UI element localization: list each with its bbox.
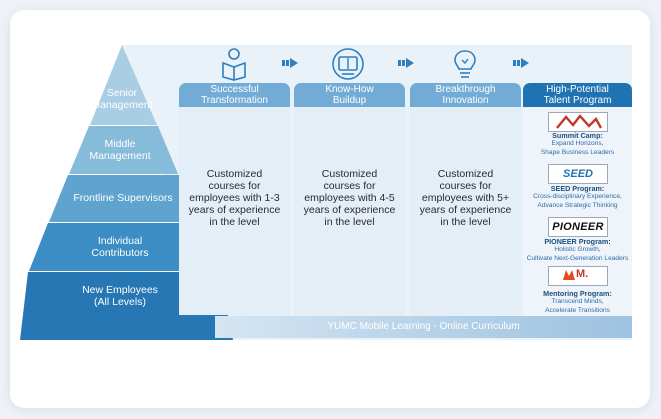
tier-label-frontline-supervisors: Frontline Supervisors xyxy=(73,192,173,204)
column-body-2 xyxy=(294,107,405,315)
program-description: Holistic Growth, Cultivate Next-Generati… xyxy=(526,246,629,262)
arrow-right-icon xyxy=(513,58,529,68)
pyramid-tier-4 xyxy=(29,223,218,271)
column-header-high-potential: High-Potential Talent Program xyxy=(523,83,632,107)
pioneer-logo: PIONEER xyxy=(548,217,608,237)
column-title: Breakthrough Innovation xyxy=(435,84,496,106)
pyramid-tier-2 xyxy=(69,126,178,174)
column-body-3 xyxy=(410,107,521,315)
column-header-transformation: Successful Transformation xyxy=(179,83,290,107)
mentoring-logo-text: M. xyxy=(576,268,589,280)
column-title: High-Potential Talent Program xyxy=(543,84,612,106)
tier-label-senior-management: Senior Management xyxy=(91,87,153,111)
pyramid-tier-1 xyxy=(90,45,157,125)
program-description: Transcend Minds, Accelerate Transitions xyxy=(545,298,610,314)
pyramid-tier-3 xyxy=(49,175,198,222)
mobile-learning-bar xyxy=(215,316,632,338)
tier-label-middle-management: Middle Management xyxy=(89,138,151,162)
program-description: Cross-disciplinary Experience, Advance S… xyxy=(533,193,622,209)
column-title: Successful Transformation xyxy=(201,84,268,106)
column-body-1 xyxy=(179,107,290,315)
arrow-right-icon xyxy=(282,58,298,68)
tier-label-individual-contributors: Individual Contributors xyxy=(91,235,149,259)
column-title: Know-How Buildup xyxy=(325,84,374,106)
program-name: Summit Camp: xyxy=(552,131,603,140)
mobile-learning-label: YUMC Mobile Learning - Online Curriculum xyxy=(327,321,520,332)
column-header-know-how: Know-How Buildup xyxy=(294,83,405,107)
book-screen-icon xyxy=(332,48,364,80)
mentoring-logo: M. xyxy=(548,266,608,286)
seed-logo: SEED xyxy=(548,164,608,184)
program-name: PIONEER Program: xyxy=(544,237,611,246)
tier-label-new-employees: New Employees (All Levels) xyxy=(82,284,158,308)
arrow-right-icon xyxy=(398,58,414,68)
program-description: Expand Horizons, Shape Business Leaders xyxy=(540,140,615,156)
program-name: Mentoring Program: xyxy=(543,289,612,298)
reading-person-icon xyxy=(222,48,246,81)
lightbulb-icon xyxy=(454,50,476,78)
column-description: Customized courses for employees with 4-… xyxy=(303,168,396,228)
program-name: SEED Program: xyxy=(550,184,605,193)
summit-camp-logo xyxy=(548,112,608,132)
column-description: Customized courses for employees with 1-… xyxy=(188,168,281,228)
column-description: Customized courses for employees with 5+… xyxy=(419,168,512,228)
column-header-innovation: Breakthrough Innovation xyxy=(410,83,521,107)
